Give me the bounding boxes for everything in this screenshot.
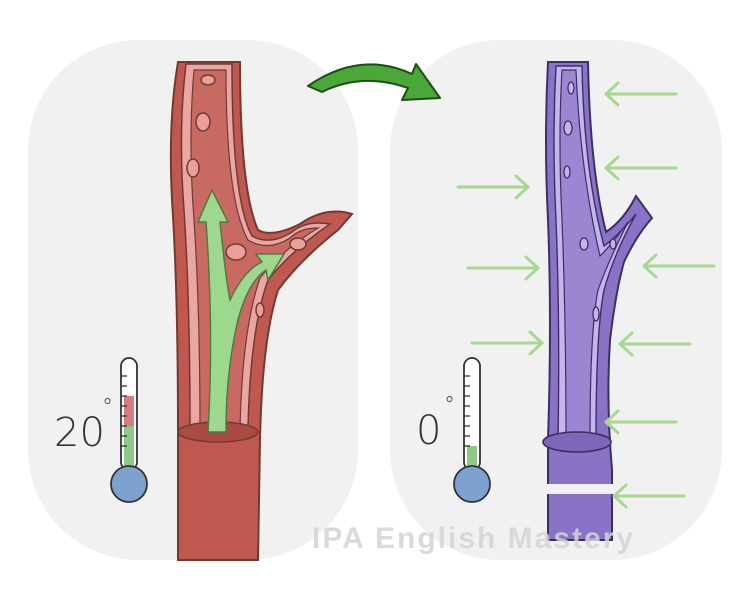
degree-symbol-cold: ° bbox=[444, 393, 455, 418]
pressure-arrow bbox=[456, 174, 530, 200]
thermometer-warm bbox=[110, 357, 148, 503]
pressure-arrows-left bbox=[456, 174, 544, 356]
pressure-arrow bbox=[604, 81, 678, 107]
blood-cell bbox=[225, 243, 247, 261]
blood-cell bbox=[255, 302, 265, 318]
constricted-blood-vessel bbox=[542, 61, 654, 541]
degree-symbol-warm: ° bbox=[102, 395, 113, 420]
pressure-arrow bbox=[604, 409, 678, 435]
blood-cell bbox=[579, 237, 589, 251]
pressure-arrows-right bbox=[604, 81, 716, 509]
temperature-label-warm: 20 bbox=[54, 410, 105, 456]
thermometer-cold bbox=[453, 357, 491, 503]
pressure-arrow bbox=[612, 483, 686, 509]
pressure-arrow bbox=[466, 255, 540, 281]
blood-cell bbox=[186, 158, 200, 178]
pressure-arrow bbox=[470, 330, 544, 356]
transition-arrow bbox=[307, 63, 441, 101]
blood-cell bbox=[592, 306, 600, 322]
blood-cell bbox=[289, 237, 307, 251]
blood-flow-arrow bbox=[196, 188, 286, 433]
blood-cell bbox=[567, 81, 575, 95]
blood-cell bbox=[200, 74, 216, 86]
blood-cell bbox=[195, 112, 211, 132]
pressure-arrow bbox=[642, 253, 716, 279]
pressure-arrow bbox=[618, 331, 692, 357]
watermark-text: IPA English Mastery bbox=[312, 522, 635, 555]
blood-cell bbox=[563, 120, 573, 136]
blood-cell bbox=[563, 165, 571, 179]
pressure-arrow bbox=[604, 155, 678, 181]
temperature-label-cold: 0 bbox=[416, 408, 441, 454]
blood-cell bbox=[609, 238, 617, 250]
